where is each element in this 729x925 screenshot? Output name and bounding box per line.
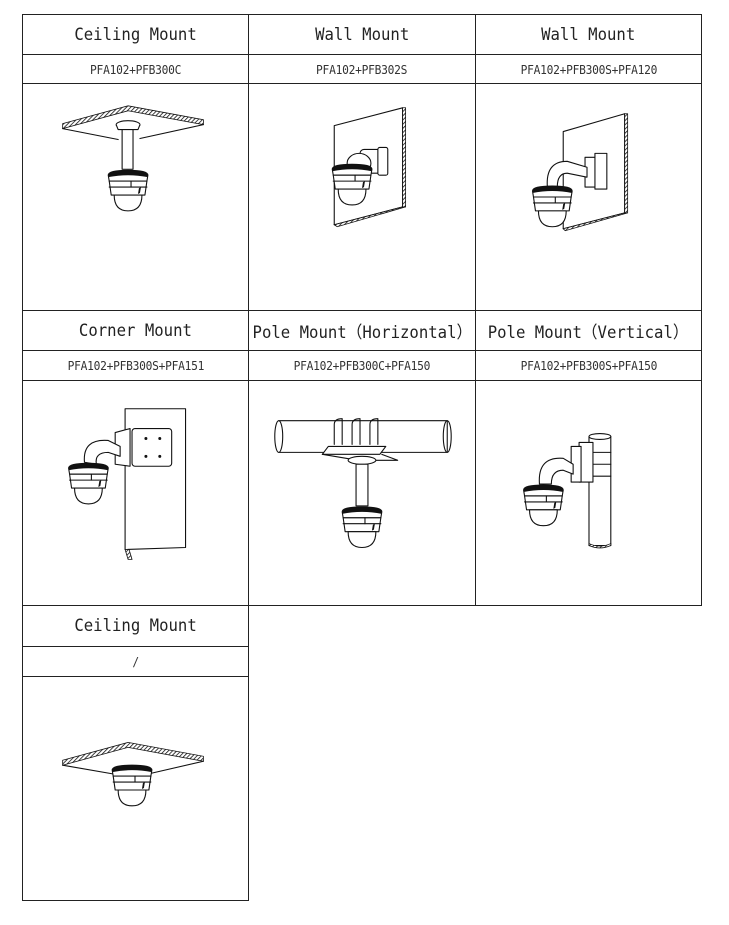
header-cell-pole-mount-vertical: Pole Mount（Vertical） <box>475 310 702 351</box>
mount-title: Pole Mount（Vertical） <box>488 323 689 343</box>
mount-title: Corner Mount <box>78 320 192 341</box>
illustration-cell <box>248 83 476 311</box>
mount-title: Pole Mount（Horizontal） <box>252 323 472 343</box>
mount-title: Ceiling Mount <box>74 24 197 45</box>
mount-title: Wall Mount <box>314 24 410 45</box>
model-number: PFA102+PFB302S <box>316 61 408 77</box>
model-number: / <box>132 654 139 669</box>
ceiling-mount-flush-icon <box>62 742 204 807</box>
header-cell-ceiling-mount: Ceiling Mount <box>22 14 249 55</box>
header-cell-ceiling-mount-flush: Ceiling Mount <box>22 605 249 647</box>
illustration-cell <box>22 83 249 311</box>
model-number: PFA102+PFB300C+PFA150 <box>293 358 431 373</box>
pole-mount-horizontal-icon <box>274 418 452 549</box>
model-cell: PFA102+PFB300C+PFA150 <box>248 350 476 381</box>
model-cell: PFA102+PFB300S+PFA151 <box>22 350 249 381</box>
illustration-cell <box>22 380 249 606</box>
header-cell-wall-mount-2: Wall Mount <box>475 14 702 55</box>
wall-mount-arm-bracket-icon <box>531 113 629 232</box>
illustration-cell <box>248 380 476 606</box>
model-number: PFA102+PFB300C <box>89 61 182 77</box>
mount-title: Wall Mount <box>541 24 636 45</box>
header-cell-pole-mount-horizontal: Pole Mount（Horizontal） <box>248 310 476 351</box>
illustration-cell <box>475 380 702 606</box>
pole-mount-vertical-icon <box>523 432 612 549</box>
model-number: PFA102+PFB300S+PFA150 <box>520 358 657 373</box>
illustration-cell <box>475 83 702 311</box>
header-cell-wall-mount-1: Wall Mount <box>248 14 476 55</box>
mount-title: Ceiling Mount <box>74 616 197 636</box>
corner-mount-icon <box>68 408 187 560</box>
model-cell: PFA102+PFB302S <box>248 54 476 84</box>
wall-mount-short-bracket-icon <box>331 107 407 228</box>
model-cell: PFA102+PFB300S+PFA150 <box>475 350 702 381</box>
ceiling-mount-with-pendant-icon <box>62 105 204 212</box>
model-cell: / <box>22 646 249 677</box>
model-cell: PFA102+PFB300C <box>22 54 249 84</box>
model-number: PFA102+PFB300S+PFA151 <box>67 358 204 373</box>
model-cell: PFA102+PFB300S+PFA120 <box>475 54 702 84</box>
header-cell-corner-mount: Corner Mount <box>22 310 249 351</box>
model-number: PFA102+PFB300S+PFA120 <box>520 61 657 77</box>
illustration-cell <box>22 676 249 901</box>
